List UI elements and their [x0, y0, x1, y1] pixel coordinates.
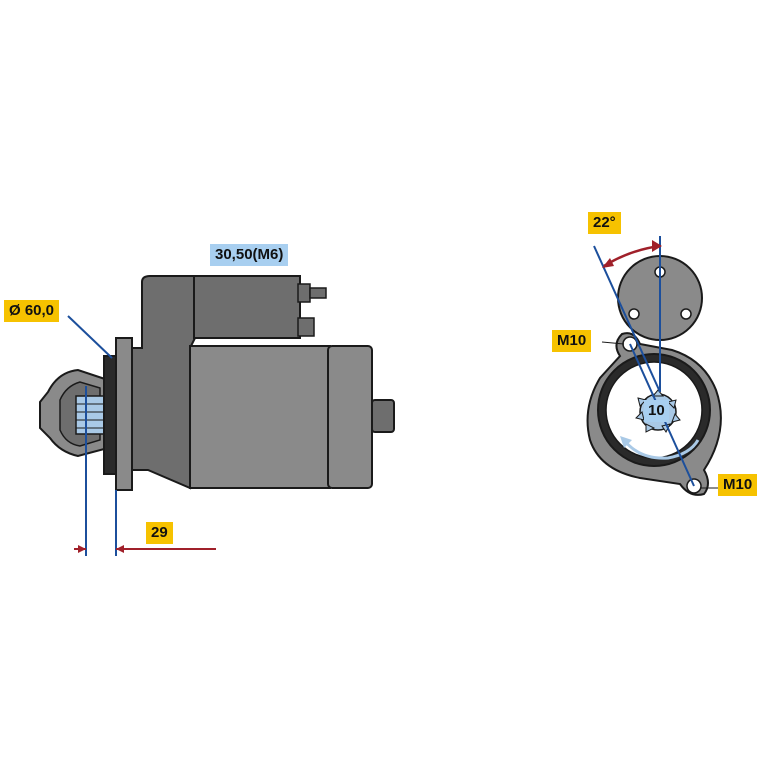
- flange-plate: [115, 337, 133, 491]
- motor-body: [189, 345, 331, 489]
- diameter-label: Ø 60,0: [4, 300, 60, 322]
- end-view: [586, 236, 722, 496]
- motor-shaft-end: [371, 399, 395, 433]
- arrowhead-left: [78, 545, 86, 553]
- motor-end-cap: [327, 345, 373, 489]
- bolt-spacing-label: 30,50(M6): [210, 244, 289, 266]
- bolt-top-label: M10: [552, 330, 592, 352]
- teeth-count-label: 10: [644, 400, 669, 422]
- rotation-arrow: [622, 439, 700, 460]
- drive-housing: [131, 275, 197, 490]
- solenoid-stud-top: [309, 287, 327, 299]
- solenoid-terminal-top: [297, 283, 311, 303]
- angle-label: 22°: [588, 212, 621, 234]
- pinion-offset-label: 29: [146, 522, 173, 544]
- diameter-leader: [67, 315, 113, 359]
- bolt-bottom-label: M10: [718, 474, 758, 496]
- solenoid-terminal-bottom: [297, 317, 315, 337]
- side-view: [39, 275, 395, 556]
- arrowhead-right: [116, 545, 124, 553]
- solenoid: [193, 275, 301, 339]
- m10-top-leader: [601, 341, 625, 345]
- angle-line-inclined: [593, 245, 661, 393]
